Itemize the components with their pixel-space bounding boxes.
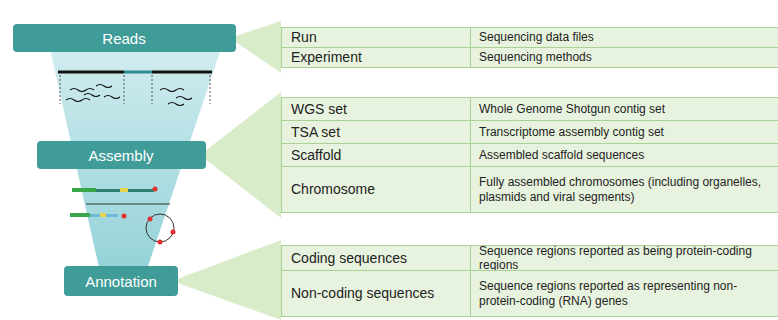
stage-label: Assembly [88, 147, 153, 164]
table-term-cell: WGS set [281, 97, 471, 121]
pointer-wedge [230, 21, 281, 73]
table-description: Sequencing data files [479, 30, 594, 44]
stage-label: Annotation [85, 273, 157, 290]
table-description-cell: Fully assembled chromosomes (including o… [470, 166, 778, 213]
table-term: TSA set [291, 124, 340, 141]
table-description-cell: Assembled scaffold sequences [470, 143, 778, 167]
table-description-cell: Whole Genome Shotgun contig set [470, 97, 778, 121]
table-term-cell: Experiment [281, 47, 471, 68]
table-description: Sequencing methods [479, 50, 592, 64]
table-description: Sequence regions reported as being prote… [479, 244, 770, 273]
table-description: Assembled scaffold sequences [479, 148, 644, 162]
table-term: Chromosome [291, 181, 375, 198]
table-term: Non-coding sequences [291, 285, 434, 302]
stage-label: Reads [102, 30, 145, 47]
table-description: Fully assembled chromosomes (including o… [479, 175, 770, 204]
table-description: Transcriptome assembly contig set [479, 125, 664, 139]
table-term: Scaffold [291, 147, 341, 164]
stage-box: Reads [13, 24, 236, 52]
table-term-cell: Run [281, 27, 471, 48]
assembly-figure [70, 187, 176, 245]
reads-figure [58, 72, 212, 106]
table-term-cell: Non-coding sequences [281, 270, 471, 317]
pointer-wedge [200, 92, 281, 218]
table-description-cell: Sequencing methods [470, 47, 778, 68]
table-description-cell: Sequence regions reported as being prote… [470, 245, 778, 271]
table-term: WGS set [291, 101, 347, 118]
table-term-cell: Scaffold [281, 143, 471, 167]
table-description: Sequence regions reported as representin… [479, 279, 770, 308]
table-term: Experiment [291, 49, 362, 66]
pointer-wedge [172, 240, 281, 320]
table-description-cell: Sequencing data files [470, 27, 778, 48]
table-term: Coding sequences [291, 250, 407, 267]
stage-box: Annotation [64, 266, 178, 296]
table-description-cell: Sequence regions reported as representin… [470, 270, 778, 317]
table-term-cell: Coding sequences [281, 245, 471, 271]
table-term-cell: Chromosome [281, 166, 471, 213]
stage-box: Assembly [37, 141, 206, 169]
table-term: Run [291, 29, 317, 46]
table-description: Whole Genome Shotgun contig set [479, 102, 665, 116]
table-description-cell: Transcriptome assembly contig set [470, 120, 778, 144]
table-term-cell: TSA set [281, 120, 471, 144]
